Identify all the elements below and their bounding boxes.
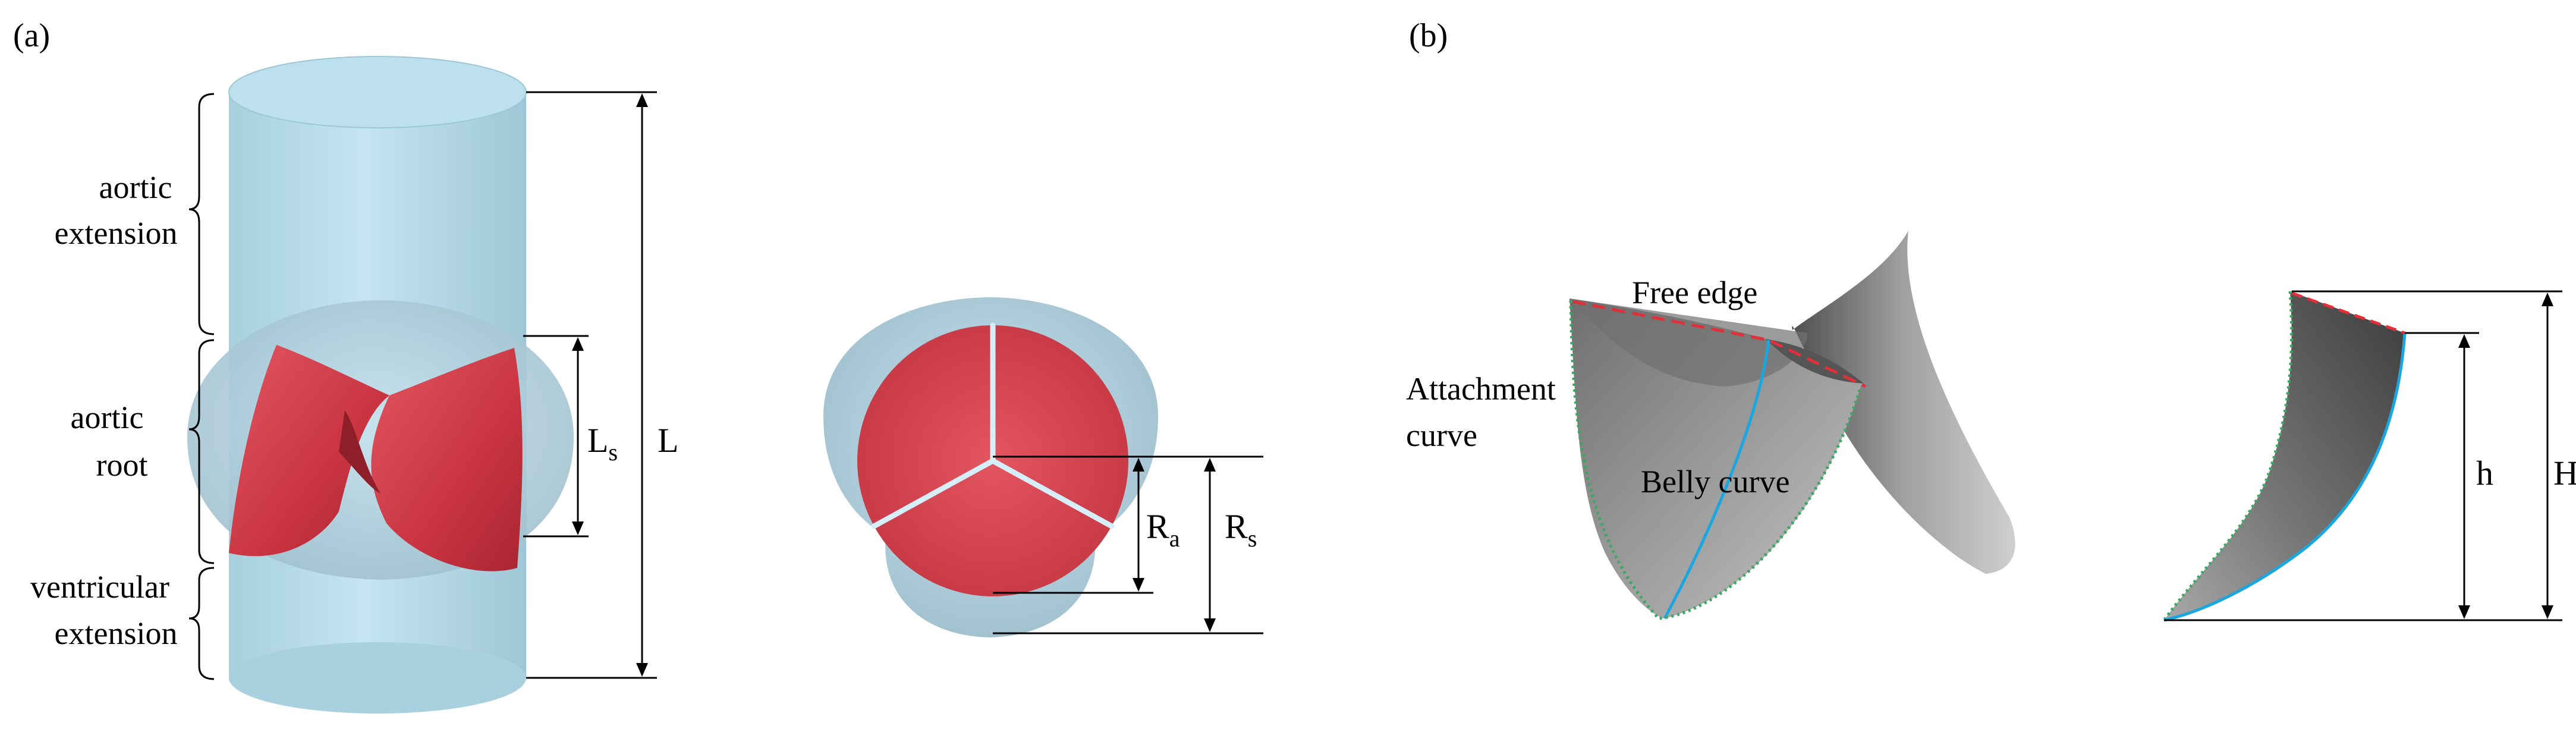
aortic-cylinder-model <box>187 56 574 714</box>
attachment-curve-line <box>1569 300 1863 620</box>
label-aortic-extension-line1: aortic <box>99 169 172 205</box>
cylinder-top-cap <box>228 56 527 128</box>
side-free-edge <box>2291 291 2405 335</box>
cylinder-bottom-cap <box>229 642 526 714</box>
leaflet-pair-model <box>1569 231 2015 618</box>
free-edge-line <box>1572 300 1867 388</box>
leaflet-front <box>1569 298 1864 618</box>
dimension-lines-height <box>2164 290 2562 621</box>
Ls-arrow-top <box>572 337 584 351</box>
leaflet-coaptation-shadow <box>339 410 380 494</box>
label-ventricular-extension-line1: ventricular <box>30 569 169 605</box>
panel-a-braces <box>188 93 215 680</box>
panel-b-tag: (b) <box>1409 17 1448 54</box>
leaflet-side-view <box>2162 291 2407 622</box>
label-aortic-root-line2: root <box>96 447 148 483</box>
brace-aortic-root <box>188 339 215 564</box>
label-Rs: Rs <box>1225 507 1257 552</box>
label-L: L <box>658 421 678 460</box>
label-H: H <box>2553 454 2576 492</box>
L-arrow-bottom <box>636 663 648 677</box>
brace-aortic-extension <box>188 93 215 335</box>
dimension-lines-radius <box>993 455 1263 634</box>
leaflet-front-shadow <box>1569 298 1807 387</box>
label-belly-curve: Belly curve <box>1641 464 1789 499</box>
leaflet-right-red <box>371 348 523 571</box>
label-aortic-extension-line2: extension <box>55 215 178 251</box>
leaflet-back-right <box>1792 231 2015 574</box>
belly-curve-line <box>1663 340 1770 620</box>
label-attachment-line1: Attachment <box>1406 371 1556 407</box>
label-ventricular-extension-line2: extension <box>55 615 178 651</box>
label-free-edge: Free edge <box>1632 275 1757 310</box>
leaflet-left-red <box>229 345 389 557</box>
brace-ventricular-extension <box>188 567 215 680</box>
label-h: h <box>2476 454 2493 492</box>
leaflet-side-body <box>2164 291 2405 620</box>
label-attachment-line2: curve <box>1406 417 1477 453</box>
Ls-arrow-bottom <box>572 521 584 535</box>
label-Ra: Ra <box>1146 507 1180 552</box>
label-aortic-root-line1: aortic <box>71 400 144 435</box>
side-belly-curve <box>2163 332 2407 622</box>
side-attachment-curve <box>2162 291 2294 621</box>
label-Ls: Ls <box>587 421 618 466</box>
L-arrow-top <box>636 93 648 107</box>
dimension-lines-a <box>523 91 657 679</box>
panel-a-tag: (a) <box>13 17 50 54</box>
commissure-lines <box>871 322 1115 529</box>
aortic-root-top-view <box>823 297 1158 637</box>
